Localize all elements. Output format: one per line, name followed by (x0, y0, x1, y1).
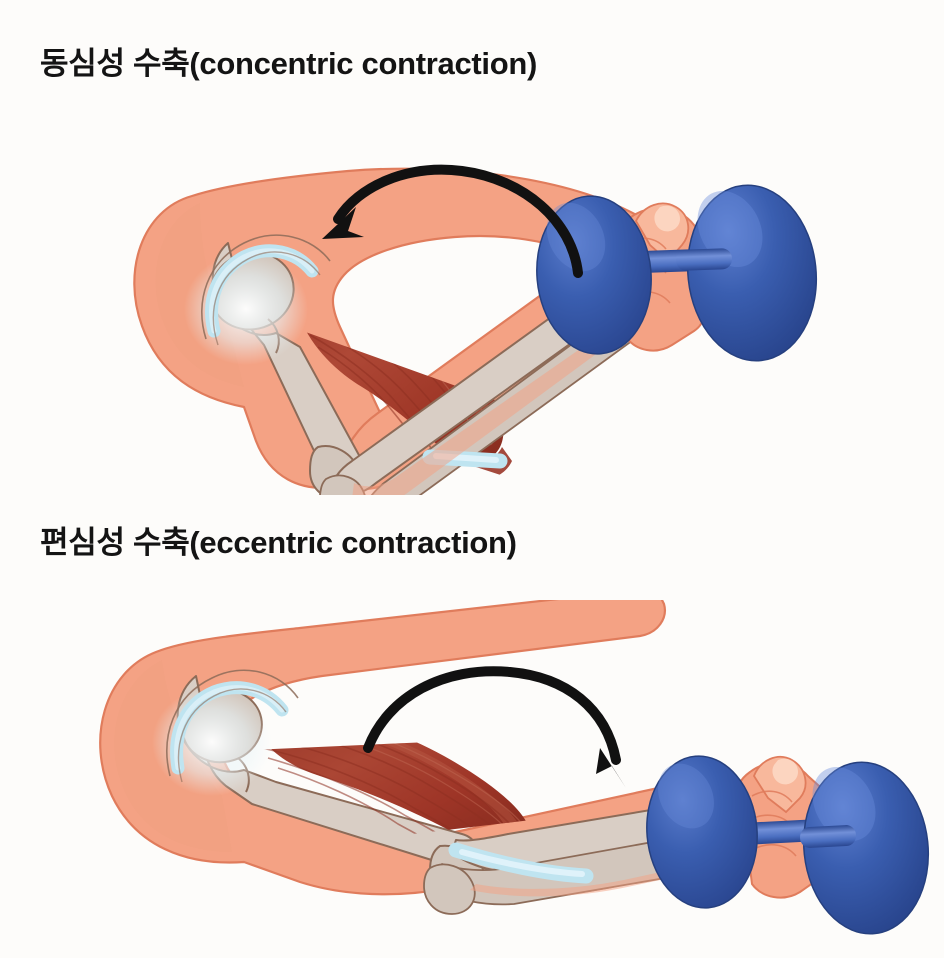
figure-eccentric-arm (0, 600, 944, 958)
motion-arrow-up-concentric (322, 164, 583, 278)
figure-concentric-arm (0, 95, 944, 495)
panel-eccentric-contraction: 편심성 수축(eccentric contraction) (0, 500, 944, 958)
motion-arrow-down-eccentric (363, 666, 626, 788)
elbow-tendon-eccentric (448, 842, 594, 884)
panel-title-concentric: 동심성 수축(concentric contraction) (40, 46, 538, 81)
shoulder-tendon-eccentric (152, 669, 299, 796)
panel-concentric-contraction: 동심성 수축(concentric contraction) (0, 46, 944, 495)
shoulder-tendon-concentric (184, 234, 331, 365)
dumbbell-eccentric (646, 755, 930, 935)
panel-title-eccentric: 편심성 수축(eccentric contraction) (40, 525, 517, 560)
